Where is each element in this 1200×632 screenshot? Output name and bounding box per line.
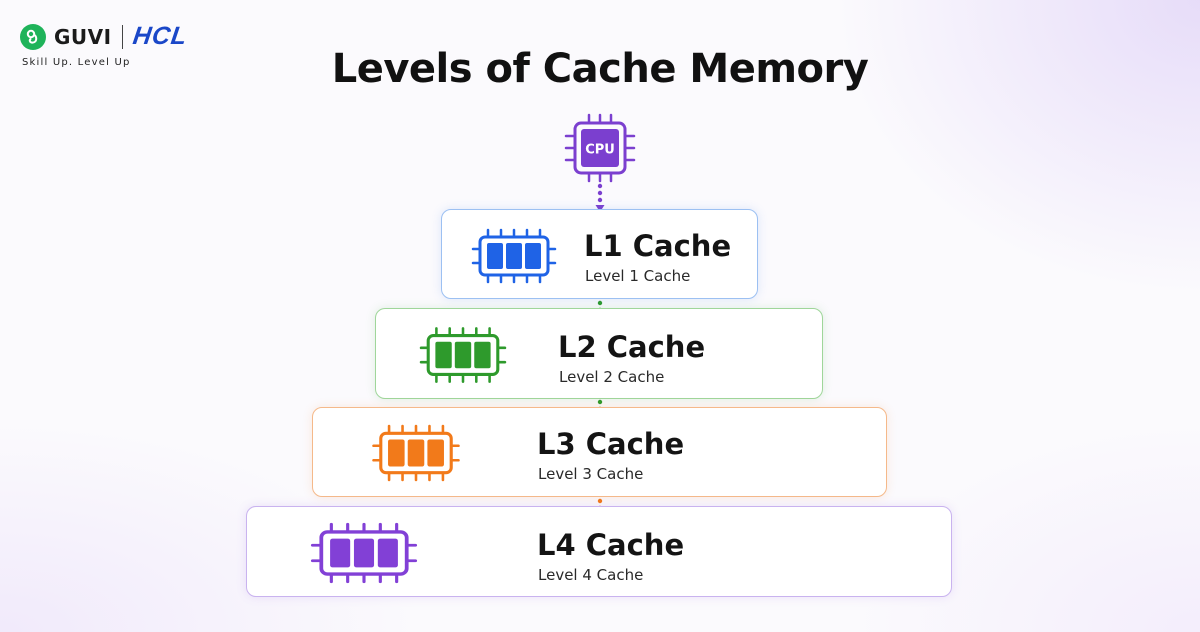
brand-header: GUVI HCL Skill Up. Level Up bbox=[20, 22, 190, 68]
cache-level-l1: L1 Cache Level 1 Cache bbox=[441, 209, 758, 299]
cache-level-name: L1 Cache bbox=[584, 229, 732, 263]
brand-name: GUVI bbox=[54, 24, 112, 49]
cpu-chip-icon: CPU bbox=[564, 113, 636, 183]
cache-level-description: Level 4 Cache bbox=[538, 566, 644, 584]
cache-level-l2: L2 Cache Level 2 Cache bbox=[375, 308, 823, 399]
cpu-node: CPU bbox=[563, 113, 637, 187]
cache-level-l4: L4 Cache Level 4 Cache bbox=[246, 506, 952, 597]
memory-chip-icon bbox=[372, 424, 460, 482]
guvi-logo-icon bbox=[20, 23, 46, 50]
connector-cpu-l1 bbox=[595, 183, 605, 212]
cpu-label: CPU bbox=[585, 143, 615, 158]
cache-level-description: Level 2 Cache bbox=[559, 368, 665, 386]
cache-level-name: L4 Cache bbox=[537, 528, 685, 562]
cache-level-name: L2 Cache bbox=[558, 330, 706, 364]
cache-level-description: Level 3 Cache bbox=[538, 465, 644, 483]
cache-level-name: L3 Cache bbox=[537, 427, 685, 461]
memory-chip-icon bbox=[471, 228, 557, 284]
brand-tagline: Skill Up. Level Up bbox=[22, 57, 131, 68]
brand-divider bbox=[121, 24, 124, 49]
memory-chip-icon bbox=[310, 522, 418, 584]
page-title: Levels of Cache Memory bbox=[331, 46, 869, 92]
cache-level-description: Level 1 Cache bbox=[585, 267, 691, 285]
brand-row: GUVI HCL bbox=[20, 22, 190, 51]
cache-level-l3: L3 Cache Level 3 Cache bbox=[312, 407, 887, 497]
memory-chip-icon bbox=[419, 327, 507, 383]
